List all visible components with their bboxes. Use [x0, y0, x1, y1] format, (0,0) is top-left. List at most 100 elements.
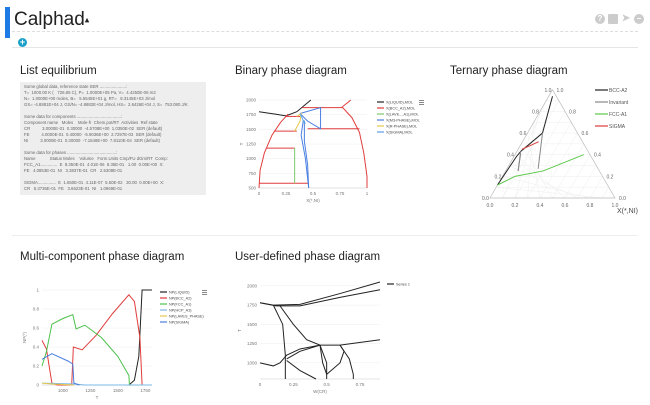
- y-tick-label: 1000: [246, 156, 257, 161]
- series-line: [341, 99, 368, 188]
- toolbar-divider: [12, 47, 638, 48]
- help-icon[interactable]: ?: [595, 14, 605, 24]
- chart-menu-icon[interactable]: [419, 100, 424, 105]
- y-tick-label: 1: [36, 288, 39, 293]
- output-line: CR 3.0000E-01 0.30000 -4.5708E+00 1.0350…: [24, 126, 163, 131]
- series-line: [299, 113, 306, 124]
- y-tick-label: 0: [36, 383, 39, 388]
- section-title-user: User-defined phase diagram: [235, 251, 381, 263]
- legend-label: X(LIQUID),MOL: [386, 101, 413, 105]
- x-tick-label: 0: [259, 382, 262, 387]
- x-axis-label: W(CR): [313, 389, 327, 394]
- x-axis-label: X(*,NI): [306, 198, 320, 203]
- y-tick-label: 1250: [246, 142, 257, 147]
- x-tick-label: 0.25: [282, 191, 291, 196]
- legend-label: X(BCC_A2),MOL: [386, 107, 415, 111]
- series-line: [294, 112, 302, 132]
- legend-label: NP(LIQUID): [169, 291, 190, 295]
- x-tick-label: 0.5: [310, 191, 317, 196]
- x-tick-label: 1500: [113, 388, 124, 393]
- y-tick-label: 1000: [247, 360, 258, 365]
- x-axis-label: T: [96, 395, 99, 400]
- tick-label: 0.6: [562, 203, 569, 209]
- y-axis-label: T: [239, 142, 244, 145]
- series-line-sigma: [521, 141, 539, 150]
- menu-bar: [419, 104, 424, 105]
- legend-label: X(SIGMA),MOL: [386, 131, 413, 135]
- output-line: FE 4.0853E-01 NI 3.3837E-01 CR 2.5308E-0…: [24, 168, 123, 173]
- series-line: [339, 344, 354, 379]
- legend-label: NP(FCC_A1): [169, 303, 192, 307]
- tick-label: 0.2: [495, 174, 502, 180]
- series-line-invariant: [517, 153, 522, 172]
- tick-label: 0.6: [520, 131, 527, 137]
- series-line: [41, 382, 74, 386]
- legend-label: NP(LAVES_PHASE): [169, 315, 204, 319]
- tick-label: 0.6: [582, 131, 589, 137]
- output-line: Some global data, reference state SER ..…: [24, 84, 128, 89]
- output-line: NI 3.0000E-01 0.30000 -7.1548E+00 7.8110…: [24, 138, 160, 143]
- grid-line: [577, 165, 597, 199]
- y-tick-label: 0.6: [33, 326, 40, 331]
- output-line: Some data for components ...............…: [24, 114, 123, 119]
- y-axis-label: T: [237, 329, 242, 332]
- y-tick-label: 1500: [246, 127, 257, 132]
- tick-label: 1.0: [557, 88, 564, 94]
- section-title-list-equilibrium: List equilibrium: [20, 65, 97, 77]
- ternary-frame: [489, 89, 616, 199]
- legend-label: Invariant: [609, 100, 629, 106]
- y-tick-label: 0.4: [33, 345, 40, 350]
- y-tick-label: 0.8: [33, 307, 40, 312]
- legend-label: FCC-A1: [609, 112, 627, 118]
- send-icon[interactable]: ➤: [621, 13, 631, 24]
- legend-label: X(LAVE...,A1),MOL: [386, 113, 419, 117]
- page-title[interactable]: Calphad▴: [14, 9, 89, 31]
- equilibrium-output: Some global data, reference state SER ..…: [20, 82, 206, 195]
- page-title-text: Calphad: [14, 9, 85, 30]
- y-tick-label: 2000: [247, 283, 258, 288]
- series-line: [259, 289, 381, 307]
- series-line-bcc-a2: [497, 96, 553, 186]
- tick-label: 0.8: [532, 109, 539, 115]
- output-line: SIGMA............... E 1.650E-01 4.11E-0…: [24, 180, 165, 185]
- x-tick-label: 0.5: [324, 382, 331, 387]
- y-tick-label: 2000: [246, 98, 257, 103]
- x-tick-label: 1250: [85, 388, 96, 393]
- grid-line: [508, 165, 578, 199]
- grid-line: [589, 176, 603, 199]
- x-tick-label: 1: [366, 191, 369, 196]
- series-line: [41, 353, 80, 386]
- series-line: [258, 113, 289, 189]
- tick-label: 0.0: [619, 196, 626, 202]
- x-tick-label: 1750: [140, 388, 151, 393]
- y-tick-label: 500: [248, 186, 256, 191]
- y-tick-label: 750: [248, 171, 256, 176]
- series-line: [286, 344, 321, 360]
- add-cell-icon[interactable]: +: [18, 37, 27, 47]
- tick-label: 0.8: [569, 109, 576, 115]
- series-line: [279, 305, 381, 346]
- series-line: [259, 344, 321, 367]
- x-tick-label: 0: [258, 191, 261, 196]
- series-line: [41, 314, 130, 386]
- axis-label-ni: X(*,NI): [617, 208, 638, 215]
- output-line: Some data for phases ...................…: [24, 150, 118, 155]
- save-icon[interactable]: [608, 14, 618, 24]
- tick-label: 1.0: [545, 88, 552, 94]
- menu-bar: [202, 292, 207, 293]
- x-tick-label: 1000: [58, 388, 69, 393]
- chart-menu-icon[interactable]: [202, 290, 207, 295]
- series-line: [272, 304, 286, 379]
- title-accent-bar: [5, 7, 10, 38]
- series-line: [303, 120, 310, 189]
- legend-label: X(R-PHASE),MOL: [386, 125, 417, 129]
- legend-label: X(M3-PHASE),MOL: [386, 119, 420, 123]
- minus-icon[interactable]: −: [634, 14, 644, 24]
- caret-up-icon[interactable]: ▴: [84, 14, 90, 25]
- section-title-ternary: Ternary phase diagram: [450, 65, 568, 77]
- header-divider: [12, 31, 638, 32]
- series-line: [319, 344, 328, 375]
- legend-label: NP(HCP_A3): [169, 309, 192, 313]
